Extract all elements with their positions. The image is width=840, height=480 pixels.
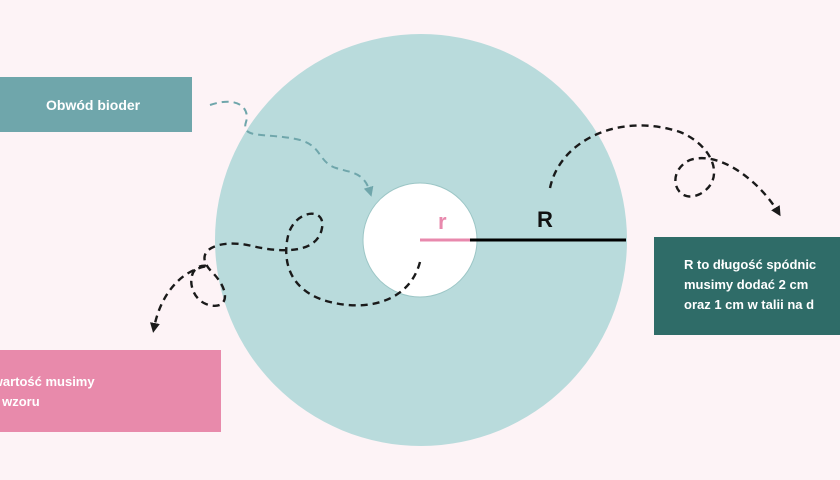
R-symbol: R [537, 207, 553, 232]
R-description-box: R to długość spódnic musimy dodać 2 cm o… [654, 237, 840, 335]
r-description-line-2: tawie wzoru [0, 394, 40, 409]
hips-label-box: Obwód bioder [0, 77, 192, 132]
r-description-line-1: ego wartość musimy [0, 374, 95, 389]
R-description-line-2: musimy dodać 2 cm [684, 277, 809, 292]
hips-arrow [209, 100, 374, 197]
r-description-box: ego wartość musimy tawie wzoru [0, 350, 221, 432]
r-description-arrow [150, 212, 422, 333]
R-description-arrow [548, 124, 781, 217]
hips-label: Obwód bioder [46, 96, 141, 113]
R-description-line-1: R to długość spódnic [684, 257, 817, 272]
R-description-line-3: oraz 1 cm w talii na d [684, 297, 815, 312]
r-symbol: r [438, 209, 447, 234]
